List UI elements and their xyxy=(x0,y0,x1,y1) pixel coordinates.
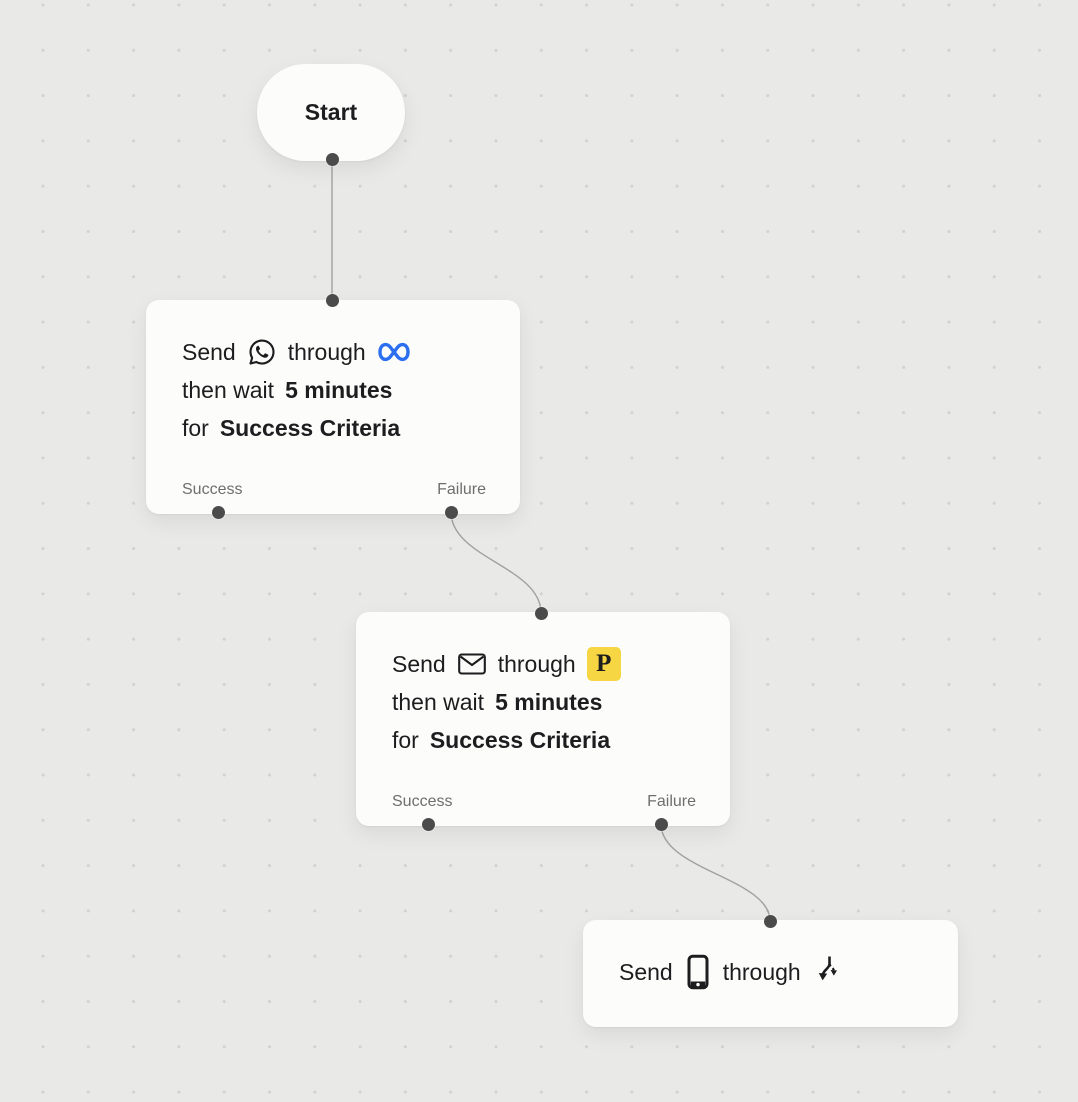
postmark-icon: P xyxy=(586,647,621,681)
success-output-label: Success xyxy=(182,481,243,498)
wait-value[interactable]: 5 minutes xyxy=(285,376,393,403)
send-label: Send xyxy=(182,338,236,365)
node2-success-handle[interactable] xyxy=(421,817,435,831)
success-output-label: Success xyxy=(392,793,453,810)
split-fallback-icon xyxy=(814,955,842,989)
wait-prefix: then wait xyxy=(182,376,275,403)
send-label: Send xyxy=(619,958,673,985)
node1-line2: then wait 5 minutes xyxy=(182,371,486,409)
through-label: through xyxy=(497,650,576,677)
smartphone-icon xyxy=(686,954,710,990)
node1-outputs: Success Failure xyxy=(182,481,486,499)
whatsapp-icon xyxy=(247,337,277,367)
send-label: Send xyxy=(392,650,446,677)
through-label: through xyxy=(287,338,366,365)
node-sms-fallback[interactable]: Send through xyxy=(583,920,958,1027)
node-email-postmark[interactable]: Send through P then wait 5 minutes for S… xyxy=(356,612,730,826)
node2-failure-handle[interactable] xyxy=(654,817,668,831)
node3-line1: Send through xyxy=(619,953,924,991)
email-icon xyxy=(457,651,487,677)
for-prefix: for xyxy=(182,414,209,441)
through-label: through xyxy=(722,958,801,985)
node2-line1: Send through P xyxy=(392,645,696,683)
failure-output-label: Failure xyxy=(647,793,696,810)
node1-line3: for Success Criteria xyxy=(182,409,486,447)
node2-outputs: Success Failure xyxy=(392,793,696,811)
failure-output-label: Failure xyxy=(437,481,486,498)
criteria-value[interactable]: Success Criteria xyxy=(429,726,611,753)
meta-icon xyxy=(377,342,411,362)
wait-value[interactable]: 5 minutes xyxy=(495,688,603,715)
node1-success-handle[interactable] xyxy=(211,505,225,519)
for-prefix: for xyxy=(392,726,419,753)
criteria-value[interactable]: Success Criteria xyxy=(219,414,401,441)
node1-failure-handle[interactable] xyxy=(444,505,458,519)
start-node[interactable]: Start xyxy=(257,64,405,161)
node1-line1: Send through xyxy=(182,333,486,371)
start-node-label: Start xyxy=(304,99,358,125)
node2-line3: for Success Criteria xyxy=(392,721,696,759)
node2-line2: then wait 5 minutes xyxy=(392,683,696,721)
wait-prefix: then wait xyxy=(392,688,485,715)
node1-top-handle[interactable] xyxy=(325,293,339,307)
node3-top-handle[interactable] xyxy=(763,914,777,928)
edge-node2-failure-to-node3[interactable] xyxy=(660,823,771,922)
node2-top-handle[interactable] xyxy=(534,606,548,620)
start-node-bottom-handle[interactable] xyxy=(325,152,339,166)
node-whatsapp-meta[interactable]: Send through then wait 5 minutes for Suc… xyxy=(146,300,520,514)
edge-node1-failure-to-node2[interactable] xyxy=(450,511,542,614)
